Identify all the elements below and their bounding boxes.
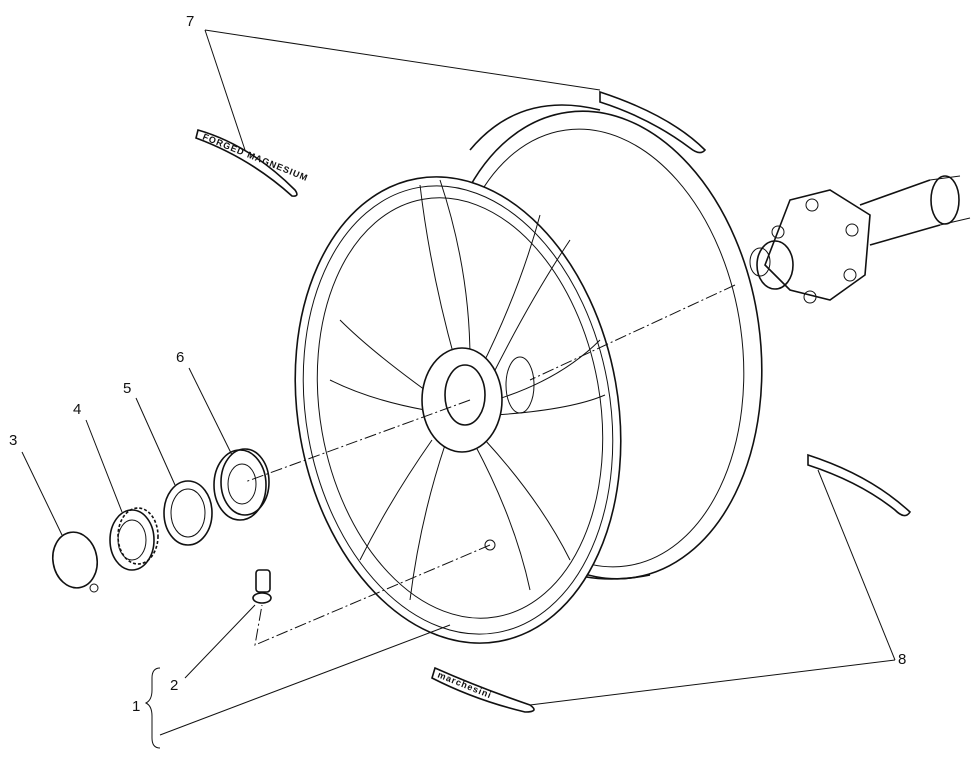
- decal-marchesini: marchesini: [431, 666, 535, 713]
- callout-3: 3: [9, 432, 18, 449]
- callout-7: 7: [186, 13, 195, 30]
- ring-nut: [109, 507, 159, 571]
- wheel-axle: [749, 175, 971, 304]
- callout-1: 1: [132, 698, 141, 715]
- washer: [163, 480, 213, 546]
- callout-8: 8: [898, 651, 907, 668]
- callout-2: 2: [170, 677, 179, 694]
- svg-text:FORGED MAGNESIUM: FORGED MAGNESIUM: [201, 132, 310, 184]
- decal-forged-magnesium: FORGED MAGNESIUM: [195, 129, 310, 197]
- callout-6: 6: [176, 349, 185, 366]
- valve: [252, 569, 272, 604]
- circlip: [51, 531, 99, 593]
- wheel-rim: [294, 104, 763, 644]
- callout-4: 4: [73, 401, 82, 418]
- leader-lines: [21, 29, 896, 749]
- callout-5: 5: [123, 380, 132, 397]
- rim-stripe-bottom: [807, 453, 912, 517]
- rim-stripe-top: [599, 90, 707, 154]
- seal: [213, 448, 270, 521]
